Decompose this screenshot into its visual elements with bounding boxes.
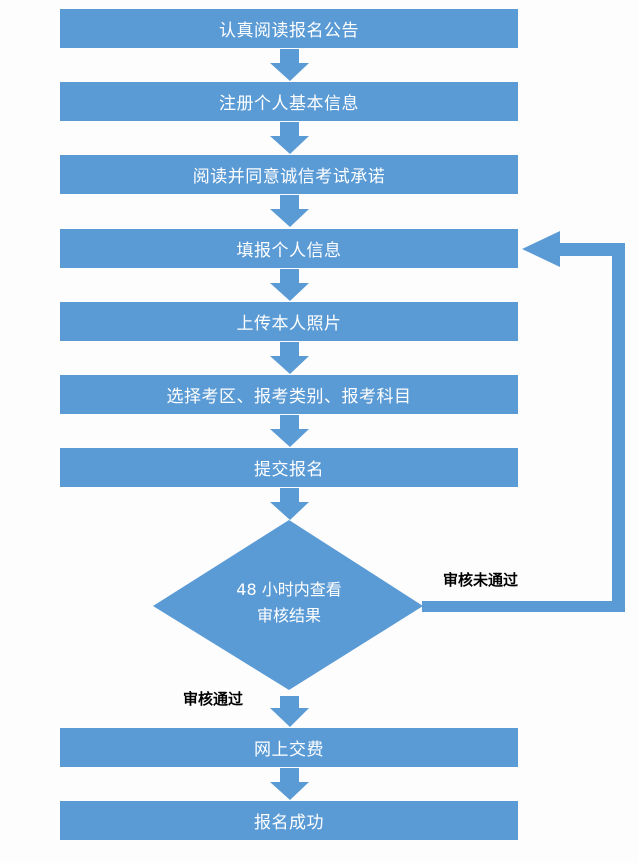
decision-text-line2: 审核结果	[256, 606, 321, 625]
loop-line-bottom	[422, 601, 625, 612]
down-arrow-7	[270, 488, 309, 520]
branch-label-pass: 审核通过	[183, 690, 244, 708]
decision-diamond	[153, 520, 423, 690]
step-label: 选择考区、报考类别、报考科目	[166, 387, 412, 407]
step-submit-registration: 提交报名	[60, 448, 518, 487]
down-arrow-6	[270, 415, 309, 447]
step-register-basic-info: 注册个人基本信息	[60, 82, 518, 121]
step-label: 注册个人基本信息	[219, 94, 359, 114]
loop-line-top	[558, 243, 625, 256]
step-select-exam-options: 选择考区、报考类别、报考科目	[60, 375, 518, 414]
down-arrow-8	[270, 696, 309, 727]
step-online-payment: 网上交费	[60, 728, 518, 767]
step-fill-personal-info: 填报个人信息	[60, 229, 518, 268]
step-agree-integrity-pledge: 阅读并同意诚信考试承诺	[60, 155, 518, 194]
step-label: 阅读并同意诚信考试承诺	[192, 167, 386, 187]
step-registration-success: 报名成功	[60, 801, 518, 840]
branch-label-fail: 审核未通过	[443, 571, 519, 589]
loop-arrowhead-icon	[522, 231, 560, 267]
step-label: 认真阅读报名公告	[219, 21, 359, 41]
down-arrow-1	[270, 49, 309, 81]
down-arrow-3	[270, 195, 309, 227]
step-label: 填报个人信息	[236, 241, 342, 261]
down-arrow-9	[270, 768, 309, 800]
step-upload-photo: 上传本人照片	[60, 302, 518, 341]
step-label: 报名成功	[254, 813, 324, 833]
step-label: 上传本人照片	[236, 314, 342, 334]
down-arrow-4	[270, 269, 309, 301]
down-arrow-2	[270, 122, 309, 154]
step-label: 提交报名	[254, 460, 324, 480]
step-read-announcement: 认真阅读报名公告	[60, 9, 518, 48]
loop-line-right	[612, 243, 625, 612]
step-label: 网上交费	[254, 740, 324, 760]
down-arrow-5	[270, 342, 309, 374]
decision-text-line1: 48 小时内查看	[236, 580, 342, 599]
